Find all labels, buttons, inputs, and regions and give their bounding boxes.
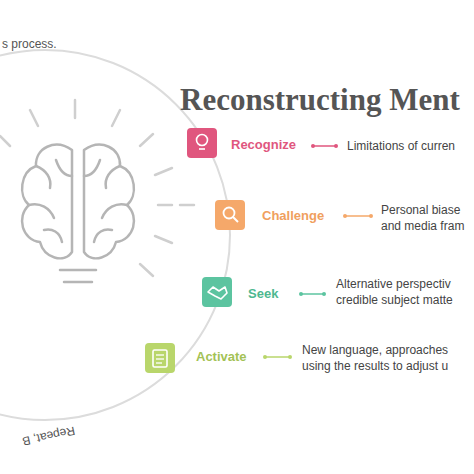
leader-lines bbox=[263, 144, 373, 359]
cycle-note: Repeat, B bbox=[21, 423, 77, 450]
recognize-icon bbox=[187, 128, 217, 158]
step-name: Challenge bbox=[262, 208, 324, 224]
light-rays bbox=[0, 100, 194, 276]
step-name: Activate bbox=[196, 349, 247, 365]
step-name: Recognize bbox=[231, 137, 296, 153]
seek-icon bbox=[202, 277, 232, 307]
intro-note: s process. bbox=[2, 36, 57, 52]
step-description: Limitations of curren bbox=[347, 138, 455, 154]
step-description: Personal biase and media fram bbox=[381, 202, 471, 234]
step-description: Alternative perspectiv credible subject … bbox=[336, 276, 461, 308]
brain-icon bbox=[22, 145, 134, 282]
step-description: New language, approaches using the resul… bbox=[302, 342, 462, 374]
activate-icon bbox=[145, 343, 175, 373]
diagram-title: Reconstructing Ment bbox=[180, 82, 460, 118]
step-name: Seek bbox=[248, 286, 278, 302]
challenge-icon bbox=[215, 200, 245, 230]
